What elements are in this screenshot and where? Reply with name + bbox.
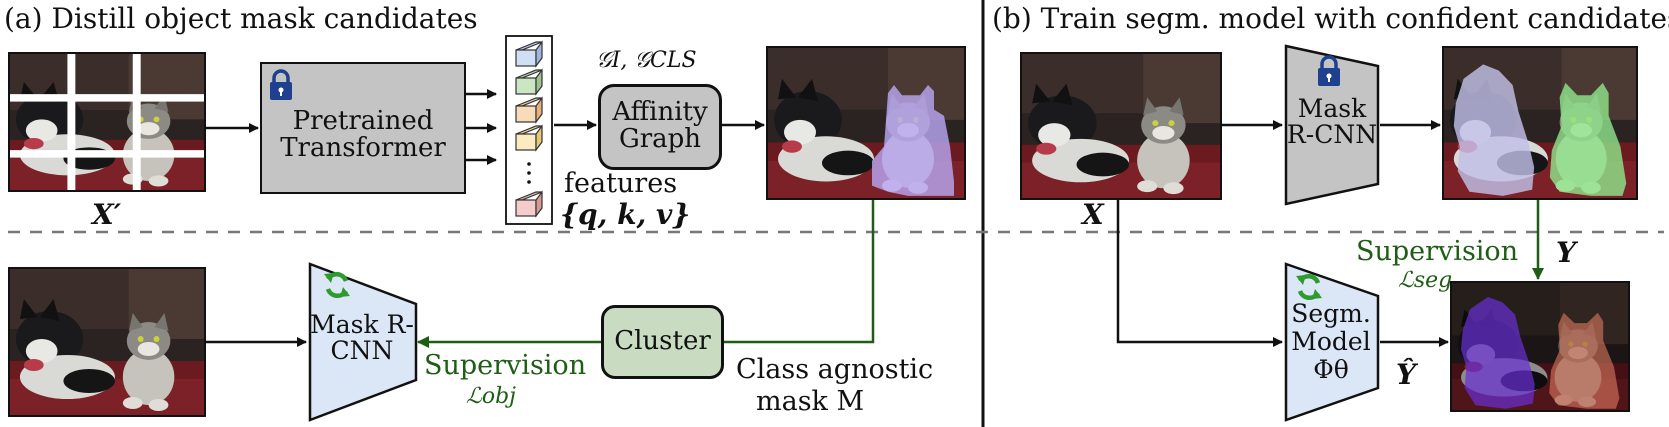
feature-cube-blue: [515, 40, 543, 68]
mask-to-cluster-line: [724, 200, 875, 344]
supervision-seg-loss: ℒseg: [1398, 268, 1453, 293]
feature-cube-pink: [515, 190, 543, 218]
input-x-label: X: [1082, 198, 1104, 231]
panel-a-title: (a) Distill object mask candidates: [4, 2, 478, 35]
supervision-seg-label: Supervision: [1356, 236, 1519, 267]
mask-caption-line-2: mask M: [756, 386, 865, 417]
training-image: [8, 267, 206, 417]
pretrained-transformer-label: Pretrained Transformer: [280, 106, 446, 164]
teacher-mask-rcnn-box: [1284, 44, 1380, 206]
teacher-mask-rcnn-label: Mask R-CNN: [1286, 94, 1378, 150]
features-math: {q, k, v}: [560, 198, 691, 231]
cluster-label: Cluster: [614, 326, 711, 356]
segm-model-box: [1284, 262, 1380, 422]
target-y-label: Y: [1556, 236, 1576, 269]
mask-caption-line-1: Class agnostic: [736, 354, 934, 385]
refresh-icon: [324, 271, 350, 299]
features-label: features: [564, 168, 678, 199]
affinity-graph-notation: 𝒢I, 𝒢CLS: [596, 48, 697, 73]
feature-cube-orange: [515, 96, 543, 124]
affinity-graph-box: Affinity Graph: [598, 84, 722, 170]
mask-candidate-image: [766, 46, 966, 200]
refresh-icon: [1296, 273, 1322, 301]
feature-cube-green: [515, 68, 543, 96]
pretrained-transformer-box: Pretrained Transformer: [260, 62, 466, 194]
segm-model-label: Segm. Model Φθ: [1291, 299, 1371, 384]
arrow-x-to-segm-model: [1116, 200, 1283, 347]
panel-b-title: (b) Train segm. model with confident can…: [992, 2, 1669, 35]
lock-icon: [270, 69, 292, 100]
input-x-prime-label: X′: [92, 198, 122, 231]
cluster-box: Cluster: [601, 305, 724, 379]
feature-cube-yellow: [515, 124, 543, 152]
input-image-x: [1020, 52, 1222, 200]
confident-candidates-image: [1442, 46, 1638, 200]
feature-stack: [515, 40, 543, 218]
input-image-masked: [8, 52, 206, 192]
feature-dots: [527, 162, 531, 184]
lock-icon: [1318, 55, 1340, 86]
output-y-hat-label: Ŷ: [1396, 358, 1416, 391]
student-mask-rcnn-label: Mask R-CNN: [310, 310, 414, 366]
student-mask-rcnn-box: [308, 262, 418, 422]
affinity-graph-label: Affinity Graph: [612, 97, 708, 155]
supervision-obj-label: Supervision: [424, 350, 587, 381]
supervision-obj-loss: ℒobj: [466, 384, 516, 409]
segmentation-output-image: [1450, 281, 1630, 412]
